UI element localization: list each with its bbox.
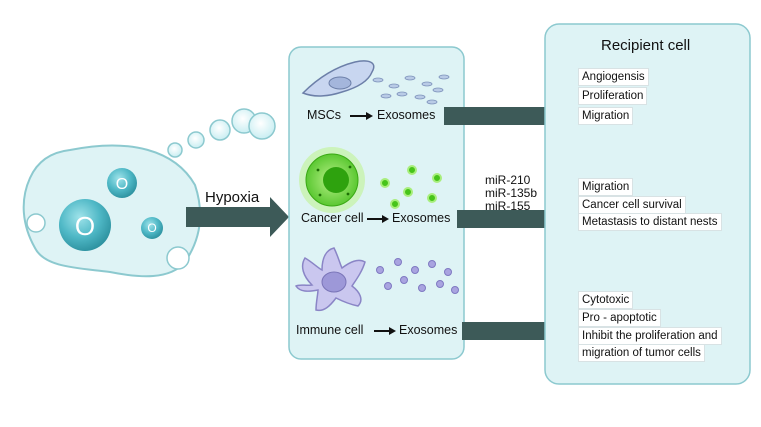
oxygen-molecule-large: O xyxy=(59,199,111,251)
cancer-exosome-particles xyxy=(380,165,442,209)
msc-exosome-particles xyxy=(372,74,450,105)
effect-item: Pro - apoptotic xyxy=(578,309,661,327)
hypoxic-cell xyxy=(22,144,202,278)
msc-to-recipient-arrow xyxy=(444,97,570,135)
oxygen-label-medium: O xyxy=(116,176,128,193)
mirna-label: miR-210 xyxy=(485,173,531,187)
effect-item: Migration xyxy=(578,107,634,125)
oxygen-molecule-small: O xyxy=(141,217,163,239)
oxygen-molecule-medium: O xyxy=(107,168,137,198)
hypoxia-label: Hypoxia xyxy=(205,189,260,206)
cancer-to-recipient-arrow xyxy=(457,200,570,238)
recipient-title: Recipient cell xyxy=(601,37,691,54)
mirna-label: miR-135b xyxy=(485,186,538,200)
immune-source-label: Immune cell xyxy=(296,323,364,337)
effect-item: Cancer cell survival xyxy=(578,196,686,214)
oxygen-label-small: O xyxy=(147,221,156,235)
oxygen-label-large: O xyxy=(75,211,95,241)
cancer-exosome-label: Exosomes xyxy=(392,211,451,225)
effect-item: Migration xyxy=(578,178,634,196)
cancer-cell-illustration xyxy=(299,147,365,213)
effect-item: Angiogensis xyxy=(578,68,649,86)
immune-cell-illustration xyxy=(294,247,366,312)
effect-item: Cytotoxic xyxy=(578,291,634,309)
msc-cell-illustration xyxy=(301,60,375,97)
immune-to-recipient-arrow xyxy=(462,312,570,350)
immune-small-arrow xyxy=(374,327,396,335)
msc-small-arrow xyxy=(350,112,373,120)
effect-item: Inhibit the proliferation and xyxy=(578,327,722,345)
effect-item: Metastasis to distant nests xyxy=(578,213,722,231)
oxygen-bubbles xyxy=(167,108,276,158)
hypoxia-arrow xyxy=(186,197,289,237)
msc-exosome-label: Exosomes xyxy=(377,108,436,122)
cancer-small-arrow xyxy=(367,215,389,223)
mirna-label: miR-155 xyxy=(485,199,531,213)
immune-exosome-label: Exosomes xyxy=(399,323,458,337)
cancer-source-label: Cancer cell xyxy=(301,211,364,225)
immune-exosome-particles xyxy=(376,258,459,294)
msc-source-label: MSCs xyxy=(307,108,342,122)
effect-item: Proliferation xyxy=(578,87,648,105)
effect-item: migration of tumor cells xyxy=(578,344,705,362)
